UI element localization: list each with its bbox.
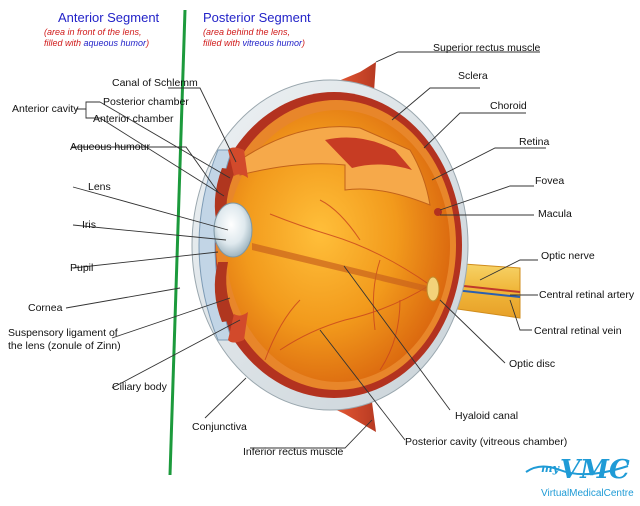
label-anterior-cavity: Anterior cavity [12, 103, 79, 115]
hyaloid-canal-shape [252, 243, 432, 293]
anterior-segment-note-line2: filled with aqueous humor) [44, 38, 150, 48]
leader-lines [65, 51, 546, 449]
label-central-retinal-artery: Central retinal artery [539, 289, 635, 301]
label-macula: Macula [538, 208, 572, 220]
label-hyaloid-canal: Hyaloid canal [455, 410, 519, 422]
label-suspensory-ligament-line2: the lens (zonule of Zinn) [8, 340, 121, 352]
label-aqueous-humour: Aqueous humour [70, 141, 150, 153]
posterior-segment-note-line2: filled with vitreous humor) [203, 38, 306, 48]
label-lens: Lens [88, 181, 111, 193]
label-optic-disc: Optic disc [509, 358, 556, 370]
label-anterior-chamber: Anterior chamber [93, 113, 174, 125]
label-fovea: Fovea [535, 175, 565, 187]
segment-divider-line [168, 9, 187, 476]
label-posterior-cavity: Posterior cavity (vitreous chamber) [405, 436, 568, 448]
label-retina: Retina [519, 136, 550, 148]
label-optic-nerve: Optic nerve [541, 250, 595, 262]
label-superior-rectus-muscle: Superior rectus muscle [433, 42, 541, 54]
optic-disc-shape [426, 276, 440, 302]
label-sclera: Sclera [458, 70, 488, 82]
logo-vmc-text: VMC [560, 455, 630, 485]
label-pupil: Pupil [70, 262, 94, 274]
label-cornea: Cornea [28, 302, 63, 314]
logo-tagline: VirtualMedicalCentre [541, 488, 634, 499]
ciliary-body-lower [228, 312, 248, 343]
logo-swoosh [525, 465, 629, 476]
anterior-segment-note-line1: (area in front of the lens, [44, 27, 142, 37]
iris-lower-shape [214, 262, 236, 322]
label-suspensory-ligament-line1: Suspensory ligament of [8, 327, 118, 339]
label-canal-of-schlemm: Canal of Schlemm [112, 77, 198, 89]
vitreous-humor-highlight: vitreous humor [242, 38, 303, 48]
label-posterior-chamber: Posterior chamber [103, 96, 189, 108]
label-central-retinal-vein: Central retinal vein [534, 325, 622, 337]
anterior-segment-title: Anterior Segment [58, 10, 160, 25]
aqueous-humor-highlight: aqueous humor [83, 38, 147, 48]
label-choroid: Choroid [490, 100, 527, 112]
lens-shape [213, 202, 253, 258]
label-inferior-rectus-muscle: Inferior rectus muscle [243, 446, 344, 458]
logo-my: my [541, 462, 560, 475]
posterior-segment-note-line1: (area behind the lens, [203, 27, 291, 37]
posterior-segment-title: Posterior Segment [203, 10, 311, 25]
choroid-pocket [325, 137, 412, 170]
label-conjunctiva: Conjunctiva [192, 421, 247, 433]
retinal-vessels [264, 199, 431, 371]
label-iris: Iris [82, 219, 96, 231]
label-ciliary-body: Ciliary body [112, 381, 167, 393]
